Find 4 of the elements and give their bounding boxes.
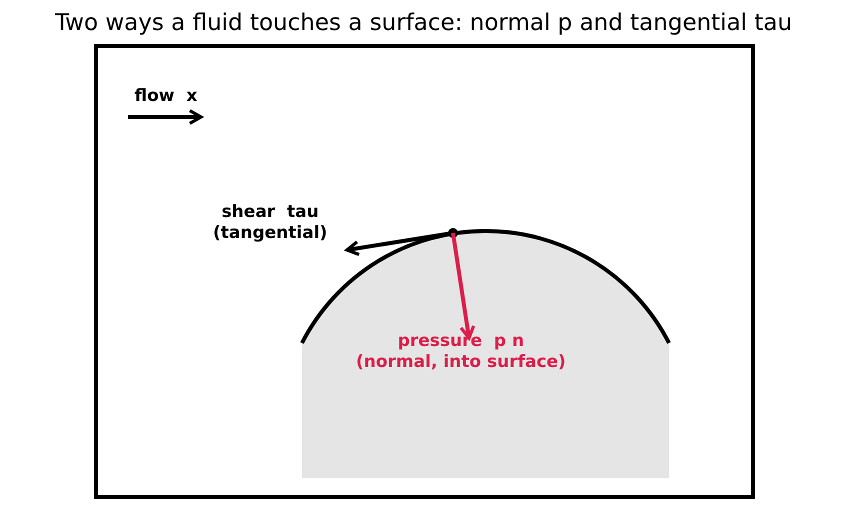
pressure-label: pressure p n (normal, into surface)	[356, 331, 566, 373]
shear-label: shear tau (tangential)	[213, 202, 328, 244]
flow-label: flow x	[134, 86, 198, 107]
title: Two ways a fluid touches a surface: normal p and tangential tau	[54, 10, 794, 36]
